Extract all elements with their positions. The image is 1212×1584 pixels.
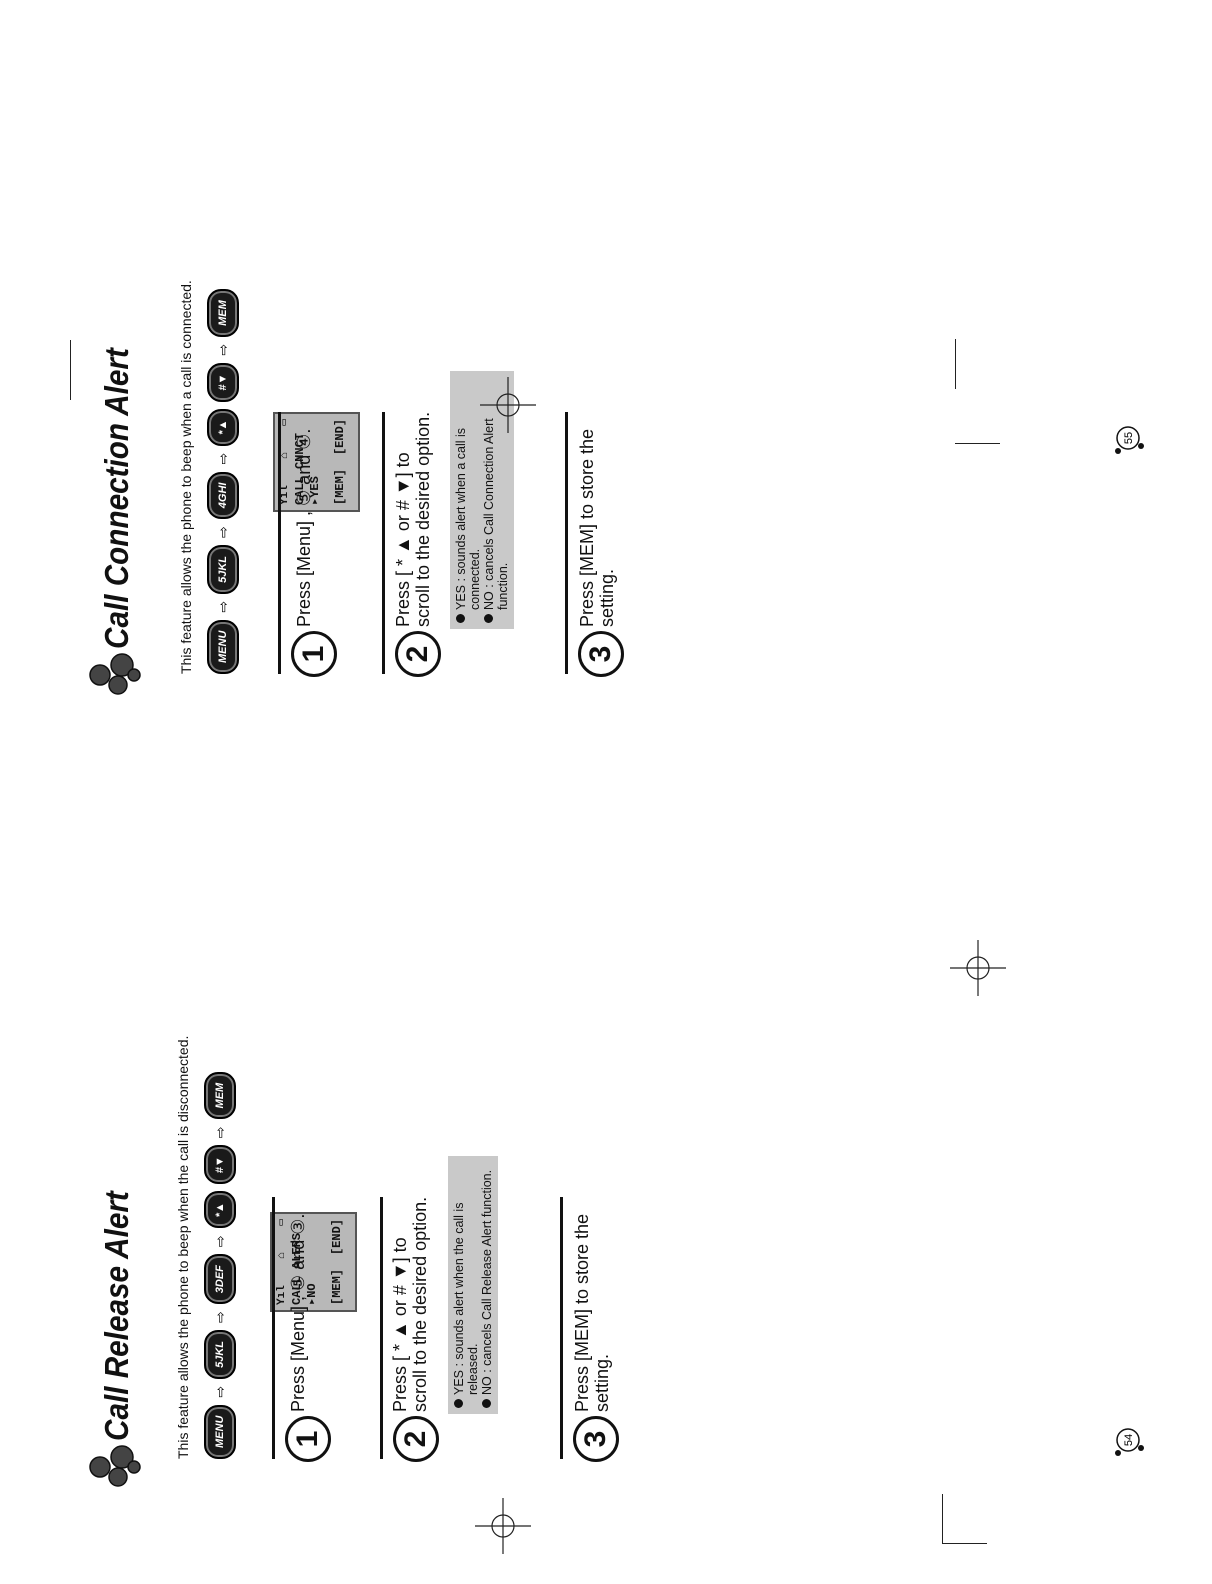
hash-down-key: #▼ [204,1145,236,1185]
crop-mark [942,1494,943,1544]
note-no: NO : cancels Call Release Alert function… [480,1169,494,1395]
step-number: 1 [291,631,337,677]
soft-key-right: [END] [333,419,347,456]
key-3: 3DEF [204,1254,236,1305]
bullet-icon [454,1399,463,1408]
key-5: 5JKL [204,1329,236,1379]
step-text: Press [Menu] , ⑤ and ④. [294,428,314,627]
sequence-arrow-icon: ⇨ [215,600,231,613]
step-divider [272,1197,275,1459]
sequence-arrow-icon: ⇨ [212,1311,228,1323]
bullet-icon [482,1399,491,1408]
note-yes: YES : sounds alert when a call is connec… [454,427,482,610]
key-5: 5JKL [207,544,239,594]
soft-key-left: [MEM] [333,468,347,505]
mascot-icon [89,653,141,695]
option-notes: YES : sounds alert when the call is rele… [448,1156,498,1414]
step-divider [278,412,281,674]
menu-key: MENU [204,1404,236,1459]
sequence-arrow-icon: ⇨ [212,1385,228,1398]
sequence-arrow-icon: ⇨ [212,1126,228,1139]
step-number: 3 [573,1416,619,1462]
intro-text: This feature allows the phone to beep wh… [178,280,194,674]
step-text: Press [Menu] , ⑤ and ③. [288,1213,308,1412]
page-call-release-alert: Call Release Alert This feature allows t… [0,792,1212,1584]
key-sequence: MENU ⇨ 5JKL ⇨ 4GHI ⇨ *▲ #▼ ⇨ MEM [207,289,239,674]
step-divider [380,1197,383,1459]
page-number: 55 [1123,432,1135,444]
step-divider [565,412,568,674]
mascot-icon [89,1445,141,1487]
step-divider [560,1197,563,1459]
key-sequence: MENU ⇨ 5JKL ⇨ 3DEF ⇨ *▲ #▼ ⇨ MEM [204,1071,236,1459]
mem-key: MEM [204,1071,236,1120]
bullet-icon [484,614,493,623]
step-number: 1 [285,1416,331,1462]
registration-mark-icon [475,1498,531,1554]
star-up-key: *▲ [207,408,239,446]
phone-display: Yıl⌂▭ CALL CNNCT ▸YES [MEM] [END] [273,412,360,512]
bullet-icon [456,614,465,623]
sequence-arrow-icon: ⇨ [215,343,231,356]
page-number: 54 [1123,1434,1135,1446]
registration-mark-icon [480,377,536,433]
mem-key: MEM [207,289,239,337]
page-title: Call Release Alert [98,1191,135,1441]
note-yes: YES : sounds alert when the call is rele… [452,1202,480,1395]
step-text: Press [ * ▲ or # ▼] to scroll to the des… [393,411,433,627]
crop-mark [955,443,1000,444]
soft-key-right: [END] [330,1219,344,1256]
crop-mark [955,339,956,389]
step-number: 2 [393,1416,439,1462]
phone-display: Yıl⌂▭ CALL ALERS ▸NO [MEM] [END] [270,1212,357,1312]
step-number: 2 [395,631,441,677]
star-up-key: *▲ [204,1191,236,1229]
page-call-connection-alert: Call Connection Alert This feature allow… [89,280,1144,695]
step-text: Press [MEM] to store the setting. [572,1213,612,1412]
menu-key: MENU [207,619,239,674]
sequence-arrow-icon: ⇨ [215,452,231,465]
key-4: 4GHI [207,471,239,520]
page-title: Call Connection Alert [98,348,135,649]
hash-down-key: #▼ [207,362,239,402]
page-number-badge: 54 [1115,1428,1144,1456]
step-text: Press [MEM] to store the setting. [577,428,617,627]
page-number-badge: 55 [1115,426,1144,454]
sequence-arrow-icon: ⇨ [215,526,231,538]
sequence-arrow-icon: ⇨ [212,1235,228,1248]
step-text: Press [ * ▲ or # ▼] to scroll to the des… [390,1196,430,1412]
registration-mark-icon [950,940,1006,996]
crop-mark [942,1543,987,1544]
soft-key-left: [MEM] [330,1268,344,1305]
crop-mark [70,340,71,400]
step-number: 3 [578,631,624,677]
intro-text: This feature allows the phone to beep wh… [175,1035,191,1459]
step-divider [382,412,385,674]
